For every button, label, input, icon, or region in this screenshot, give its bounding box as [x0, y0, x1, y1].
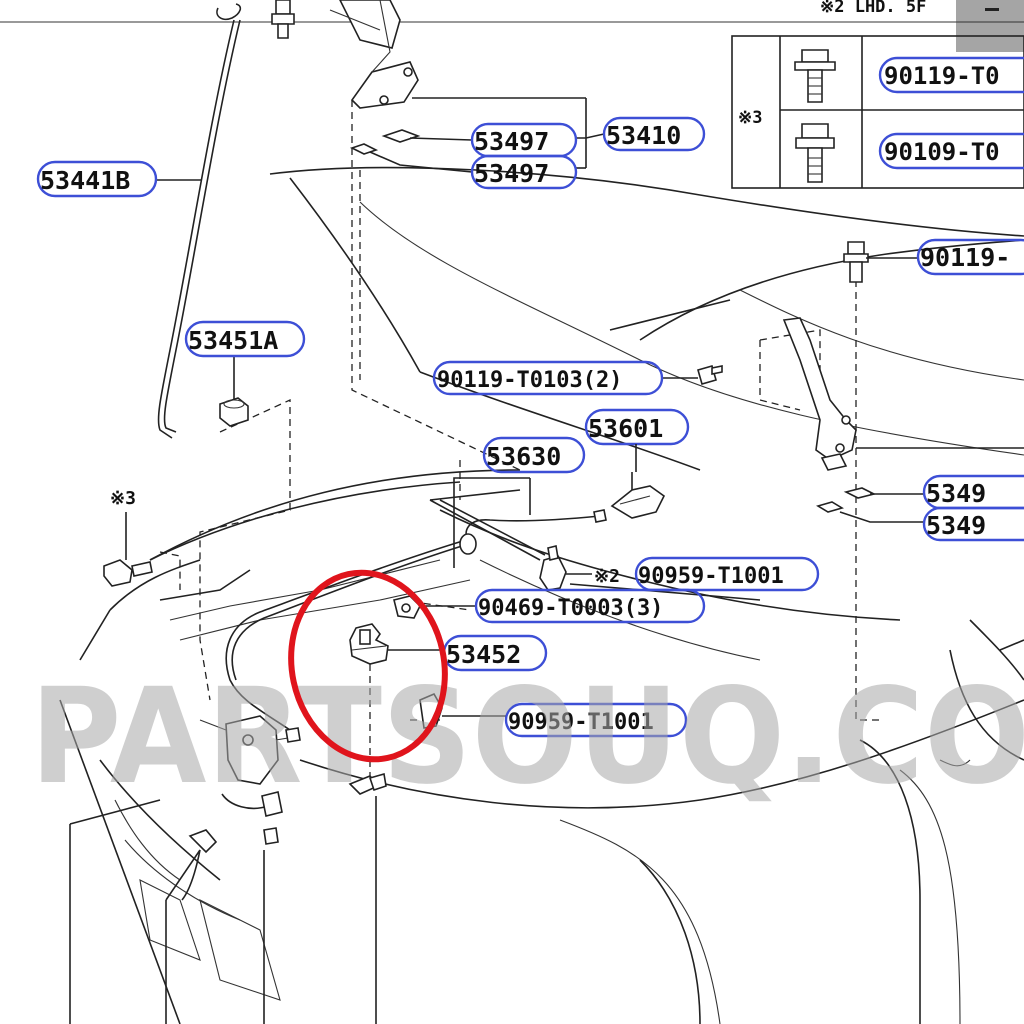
highlight-circle [288, 569, 448, 763]
corner-shadow [956, 0, 1024, 52]
washer-icon [816, 487, 877, 513]
callout-label: 90119-T0103(2) [437, 368, 622, 393]
hood-release-lever [593, 485, 666, 523]
lock-cable-clip [181, 791, 283, 901]
callout-label: 90119- [920, 243, 1010, 272]
callout-label: 53410 [606, 121, 681, 150]
bolt-icon [271, 0, 295, 39]
bolt-icon [794, 49, 836, 103]
hood-support-rod [157, 3, 242, 439]
hood-latch [349, 623, 389, 665]
marker-note: ※2 [594, 566, 620, 587]
header-note: ※2 LHD. 5F [820, 0, 926, 17]
hood-lock-assembly [199, 715, 301, 785]
callout-label: 90469-T0003(3) [478, 596, 663, 621]
clip-icon [393, 595, 421, 619]
table-marker: ※3 [738, 108, 762, 128]
grommet-icon [219, 397, 249, 427]
callout-label: 5349 [926, 479, 986, 508]
callout-label: 53451A [188, 326, 278, 355]
release-cable [225, 477, 601, 731]
marker-note: ※3 [110, 488, 136, 509]
bolt-icon [103, 559, 153, 587]
bolt-icon [348, 772, 387, 795]
callout-label: 53497 [474, 159, 549, 188]
clip-icon [539, 545, 567, 591]
callout-label: 90109-T0 [884, 138, 1000, 166]
callout-label: 90959-T1001 [508, 710, 654, 735]
callout-label: 53452 [446, 640, 521, 669]
callout-label: 90119-T0 [884, 62, 1000, 90]
hood-hinge-right [782, 317, 857, 471]
callout-label: 53630 [486, 442, 561, 471]
bolt-icon [795, 123, 835, 183]
fastener-table: ※3 90119-T0 90109-T0 [731, 35, 1024, 189]
watermark: PARTSOUQ.CO [30, 660, 1024, 814]
hood-hinge-top [329, 0, 419, 109]
callout-label: 5349 [926, 511, 986, 540]
bolt-icon [697, 365, 723, 385]
callout-label: 53601 [588, 414, 663, 443]
bolt-icon [843, 241, 869, 283]
callout-label: 90959-T1001 [638, 564, 784, 589]
washer-icon [349, 129, 421, 155]
callout-label: 53441B [40, 166, 130, 195]
callout-label: 53497 [474, 127, 549, 156]
